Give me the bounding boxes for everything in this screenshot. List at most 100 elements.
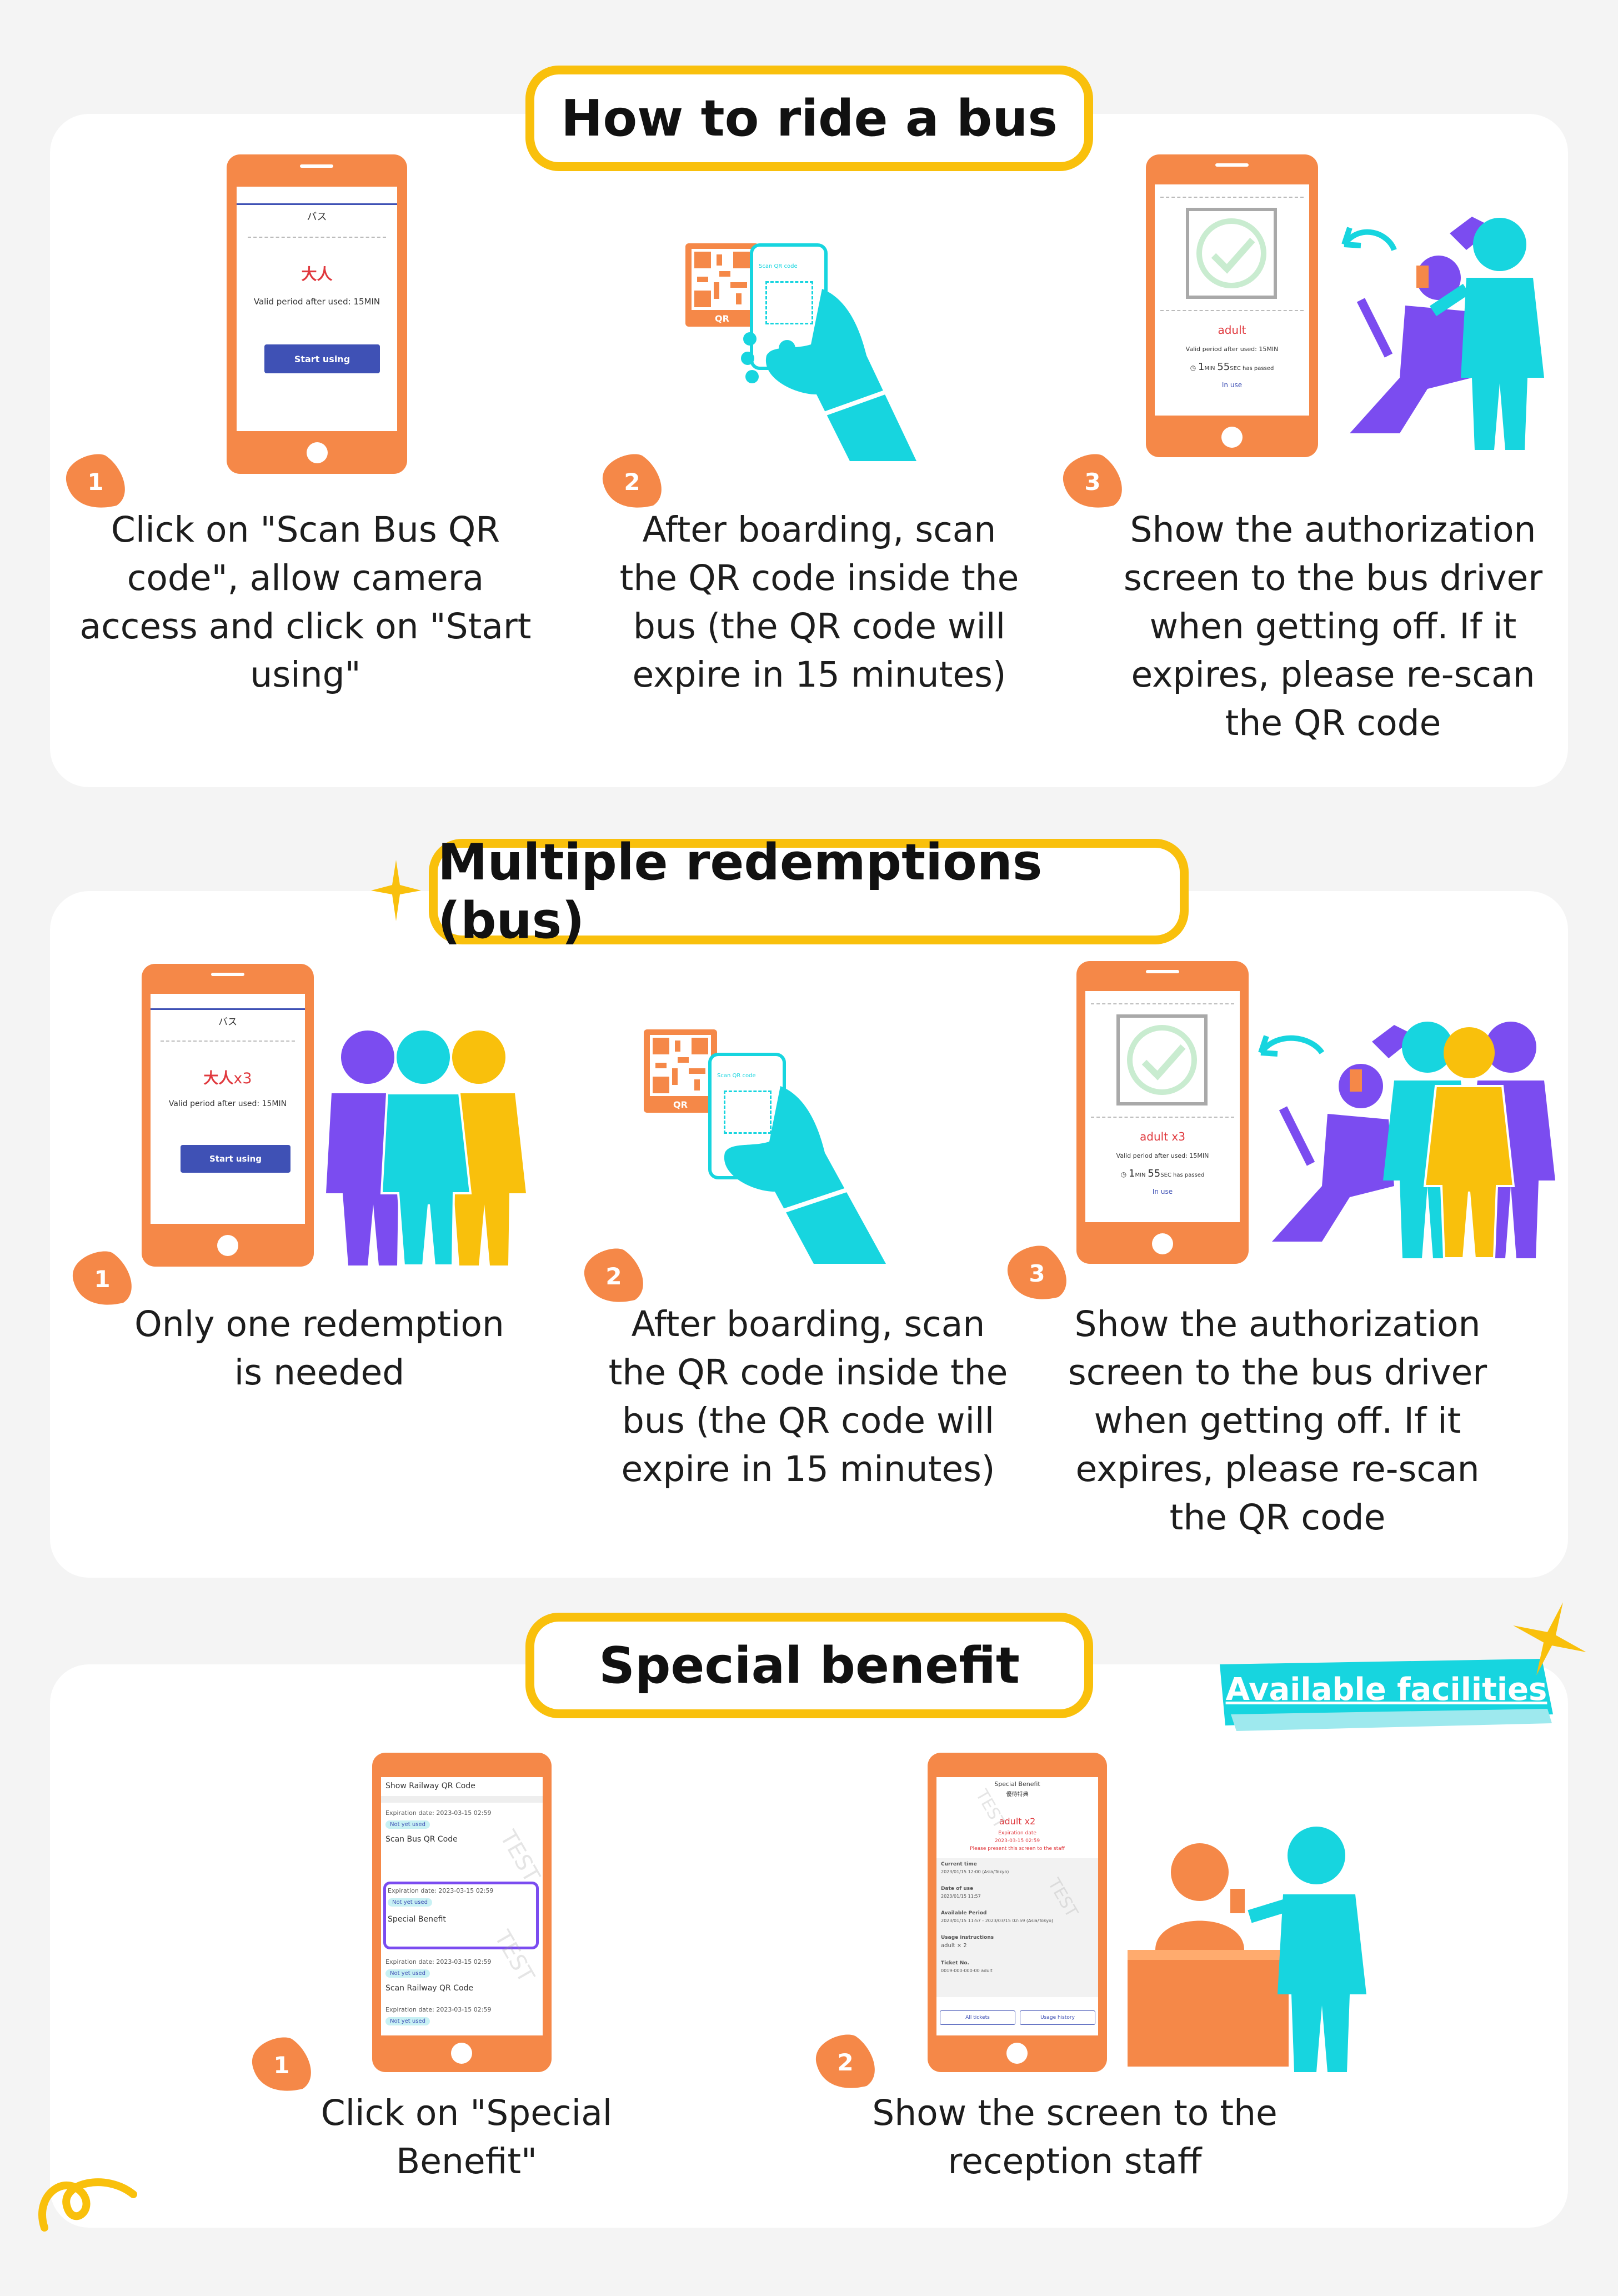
step-badge-1: 1 bbox=[66, 454, 125, 508]
phone-screen: Special Benefit 優待特典 adult x2 Expiration… bbox=[936, 1777, 1098, 2035]
field-label: Available Period bbox=[941, 1910, 987, 1916]
usage-history-button[interactable]: Usage history bbox=[1020, 2010, 1095, 2025]
check-icon bbox=[1116, 1014, 1208, 1106]
start-using-button[interactable]: Start using bbox=[264, 344, 380, 373]
screen-header: バス bbox=[307, 211, 327, 223]
status-badge: Not yet used bbox=[385, 2017, 430, 2025]
phone-screen: バス 大人x3 Valid period after used: 15MIN S… bbox=[151, 994, 305, 1224]
step-badge-2: 2 bbox=[584, 1248, 643, 1302]
status-badge: Not yet used bbox=[385, 1820, 430, 1829]
validity-text: Valid period after used: 15MIN bbox=[1185, 346, 1279, 353]
present-note: Please present this screen to the staff bbox=[970, 1846, 1065, 1852]
available-facilities-ribbon bbox=[1220, 1659, 1553, 1731]
ticket-type: adult x2 bbox=[999, 1816, 1036, 1827]
field-value: 2023/01/15 12:00 (Asia/Tokyo) bbox=[941, 1869, 1009, 1874]
expiry-label: Expiration date bbox=[998, 1830, 1036, 1836]
field-label: Date of use bbox=[941, 1886, 974, 1892]
status-badge: Not yet used bbox=[385, 1969, 430, 1978]
qr-code-sticker: QR bbox=[644, 1029, 717, 1113]
step-badge-3: 3 bbox=[1063, 454, 1122, 508]
svg-text:2: 2 bbox=[605, 1263, 622, 1290]
step-1-text: Click on "Special Benefit" bbox=[320, 2093, 613, 2182]
step-2-text: Show the screen to the reception staff bbox=[872, 2093, 1278, 2182]
timer-text: ◷ 1MIN 55SEC has passed bbox=[1120, 1168, 1205, 1179]
svg-text:1: 1 bbox=[87, 468, 103, 496]
step-badge-2: 2 bbox=[602, 454, 662, 508]
ticket-type: 大人 bbox=[301, 265, 333, 283]
svg-text:1: 1 bbox=[94, 1265, 110, 1293]
field-label: Current time bbox=[941, 1862, 977, 1867]
field-label: Ticket No. bbox=[941, 1960, 969, 1966]
svg-text:3: 3 bbox=[1029, 1260, 1045, 1287]
sparkle-icon bbox=[1513, 1602, 1586, 1675]
svg-text:3: 3 bbox=[1084, 468, 1100, 496]
screen-header: Special Benefit bbox=[994, 1780, 1040, 1788]
timer-text: ◷ 1MIN 55SEC has passed bbox=[1190, 361, 1274, 373]
list-item-title[interactable]: Scan Railway QR Code bbox=[385, 1984, 474, 1993]
group-of-people-illustration bbox=[326, 1031, 526, 1267]
hand-illustration bbox=[724, 1086, 886, 1264]
bus-driver-group-illustration bbox=[1258, 1022, 1555, 1259]
field-value: 2023/01/15 11:57 bbox=[941, 1894, 981, 1899]
special-benefit-highlight[interactable] bbox=[383, 1882, 539, 1949]
section-title-how-to-ride: How to ride a bus bbox=[525, 66, 1093, 171]
step-3-text: Show the authorization screen to the bus… bbox=[1123, 509, 1543, 743]
scan-qr-illustration: QR Scan QR code bbox=[683, 239, 928, 472]
field-value: 2023/01/15 11:57 - 2023/03/15 02:59 (Asi… bbox=[941, 1918, 1054, 1923]
phone-ticket-list: Show Railway QR Code Expiration date: 20… bbox=[372, 1753, 552, 2072]
section-title-special-benefit: Special benefit bbox=[525, 1613, 1093, 1718]
field-value: 0019-000-000-00 adult bbox=[941, 1968, 993, 1973]
status-text: In use bbox=[1221, 381, 1243, 389]
status-text: In use bbox=[1152, 1188, 1173, 1195]
swirl-decoration bbox=[38, 2178, 137, 2232]
phone-start-using: バス 大人 Valid period after used: 15MIN Sta… bbox=[227, 154, 407, 474]
step-badge-1: 1 bbox=[252, 2037, 311, 2091]
step-badge-1: 1 bbox=[72, 1251, 132, 1305]
available-facilities-link[interactable]: Available facilities bbox=[1225, 1671, 1547, 1708]
phone-start-using-x3: バス 大人x3 Valid period after used: 15MIN S… bbox=[142, 964, 314, 1267]
qr-code-icon bbox=[650, 1035, 711, 1096]
phone-special-benefit-screen: Special Benefit 優待特典 adult x2 Expiration… bbox=[928, 1753, 1107, 2072]
reception-staff-illustration bbox=[1128, 1827, 1366, 2072]
qr-label: QR bbox=[673, 1099, 688, 1110]
ticket-type: adult x3 bbox=[1140, 1130, 1185, 1143]
phone-screen: Show Railway QR Code Expiration date: 20… bbox=[381, 1777, 543, 2035]
validity-text: Valid period after used: 15MIN bbox=[253, 297, 380, 307]
list-item-expiry: Expiration date: 2023-03-15 02:59 bbox=[388, 1887, 494, 1894]
scan-label: Scan QR code bbox=[717, 1073, 756, 1079]
step-1-text: Click on "Scan Bus QR code", allow camer… bbox=[79, 509, 532, 695]
list-item-expiry: Expiration date: 2023-03-15 02:59 bbox=[385, 1958, 492, 1965]
step-badge-2: 2 bbox=[815, 2034, 875, 2088]
qr-code-icon bbox=[692, 249, 753, 310]
screen-subheader: 優待特典 bbox=[1006, 1792, 1029, 1798]
screen-header: バス bbox=[218, 1017, 237, 1028]
status-badge: Not yet used bbox=[388, 1898, 432, 1907]
list-item-expiry: Expiration date: 2023-03-15 02:59 bbox=[385, 2006, 492, 2013]
all-tickets-button[interactable]: All tickets bbox=[940, 2010, 1015, 2025]
svg-text:2: 2 bbox=[624, 468, 640, 496]
qr-label: QR bbox=[715, 313, 729, 324]
clock-icon: ◷ bbox=[1120, 1170, 1129, 1178]
list-item-title[interactable]: Scan Bus QR Code bbox=[385, 1835, 458, 1844]
bus-driver-illustration bbox=[1341, 217, 1544, 450]
check-icon bbox=[1186, 208, 1277, 299]
field-label: Usage instructions bbox=[941, 1935, 994, 1940]
phone-screen: バス 大人 Valid period after used: 15MIN Sta… bbox=[237, 187, 397, 431]
sparkle-icon bbox=[371, 860, 421, 921]
clock-icon: ◷ bbox=[1190, 364, 1198, 372]
watermark: TEST bbox=[494, 1826, 543, 1887]
step-2-text: After boarding, scan the QR code inside … bbox=[608, 1304, 1008, 1489]
qr-code-sticker: QR bbox=[685, 243, 759, 327]
list-item-title-special-benefit[interactable]: Special Benefit bbox=[388, 1915, 446, 1924]
phone-authorization-x3: adult x3 Valid period after used: 15MIN … bbox=[1076, 961, 1249, 1264]
svg-text:2: 2 bbox=[837, 2049, 853, 2076]
section-title-multiple-redemptions: Multiple redemptions (bus) bbox=[429, 833, 1189, 950]
ticket-type: 大人x3 bbox=[203, 1070, 252, 1087]
step-1-text: Only one redemption is needed bbox=[134, 1304, 504, 1393]
list-item-title[interactable]: Show Railway QR Code bbox=[385, 1782, 475, 1790]
start-using-button[interactable]: Start using bbox=[181, 1145, 290, 1173]
ticket-type: adult bbox=[1218, 323, 1246, 337]
step-badge-3: 3 bbox=[1007, 1245, 1066, 1299]
phone-screen: adult x3 Valid period after used: 15MIN … bbox=[1085, 991, 1240, 1222]
validity-text: Valid period after used: 15MIN bbox=[1116, 1152, 1209, 1159]
